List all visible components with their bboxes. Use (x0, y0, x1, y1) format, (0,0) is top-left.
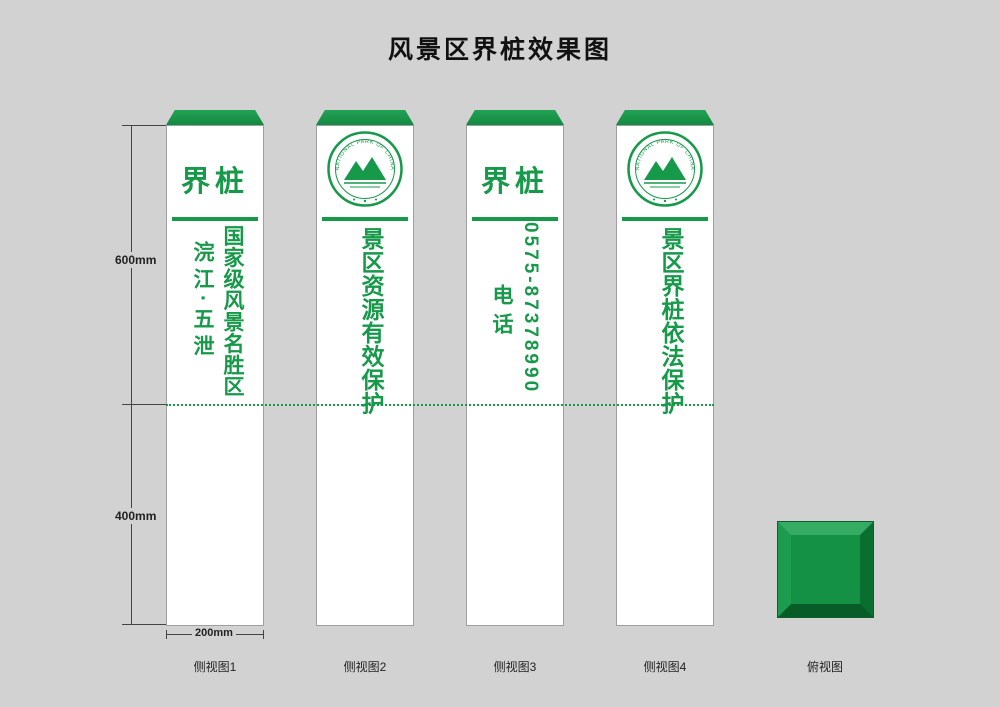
pillar-side-view-1: 界桩 国家级风景名胜区 浣江·五泄 (166, 110, 264, 626)
dimension-tick-bottom (122, 624, 166, 625)
dimension-tick-top (122, 125, 166, 126)
pillar-text-main: 景区资源有效保护 (358, 227, 384, 415)
top-view-bevel (778, 522, 873, 617)
pillar-body: NATIONAL PARK OF CHINA 景区资源有效保护 (316, 125, 414, 626)
pillar-text-side: 浣江·五泄 (191, 241, 214, 362)
pillar-cap (466, 110, 564, 125)
green-divider (172, 217, 258, 221)
pillar-header-text: 界桩 (180, 166, 249, 198)
dimension-line-vertical (131, 125, 132, 625)
pillar-text-phone: 0575-87378990 (520, 222, 541, 395)
pillar-side-view-4: NATIONAL PARK OF CHINA 景区界桩依法保护 (616, 110, 714, 626)
page-title: 风景区界桩效果图 (387, 37, 612, 64)
green-divider (622, 217, 708, 221)
mountain-icon (644, 157, 686, 188)
top-view-square (777, 521, 874, 618)
pillar-body: 界桩 0575-87378990 电话 (466, 125, 564, 626)
caption-side-view-4: 侧视图4 (643, 660, 687, 674)
pillar-side-view-2: NATIONAL PARK OF CHINA 景区资源有效保护 (316, 110, 414, 626)
pillar-cap (166, 110, 264, 125)
caption-side-view-1: 侧视图1 (193, 660, 237, 674)
pillar-header-text: 界桩 (480, 166, 549, 198)
emblem-dots (353, 198, 377, 203)
national-park-emblem: NATIONAL PARK OF CHINA (627, 131, 703, 207)
pillar-text-main: 国家级风景名胜区 (221, 225, 244, 397)
pillar-text-main: 景区界桩依法保护 (658, 227, 684, 415)
dimension-label-upper: 600mm (112, 252, 160, 268)
pillar-text-side: 电话 (490, 284, 513, 342)
dimension-width-tick-left (166, 630, 167, 639)
dimension-label-lower: 400mm (112, 508, 160, 524)
green-divider (472, 217, 558, 221)
caption-side-view-3: 侧视图3 (493, 660, 537, 674)
pillar-body: 界桩 国家级风景名胜区 浣江·五泄 (166, 125, 264, 626)
pillar-cap (316, 110, 414, 125)
green-divider (322, 217, 408, 221)
dimension-width-tick-right (263, 630, 264, 639)
pillar-body: NATIONAL PARK OF CHINA 景区界桩依法保护 (616, 125, 714, 626)
emblem-dots (653, 198, 677, 203)
pillar-side-view-3: 界桩 0575-87378990 电话 (466, 110, 564, 626)
national-park-emblem: NATIONAL PARK OF CHINA (327, 131, 403, 207)
dimension-label-width: 200mm (192, 626, 236, 640)
caption-top-view: 俯视图 (806, 660, 843, 674)
dimension-tick-ground (122, 404, 166, 405)
pillar-cap (616, 110, 714, 125)
caption-side-view-2: 侧视图2 (343, 660, 387, 674)
ground-level-dotted-line (166, 404, 714, 406)
mountain-icon (344, 157, 386, 188)
